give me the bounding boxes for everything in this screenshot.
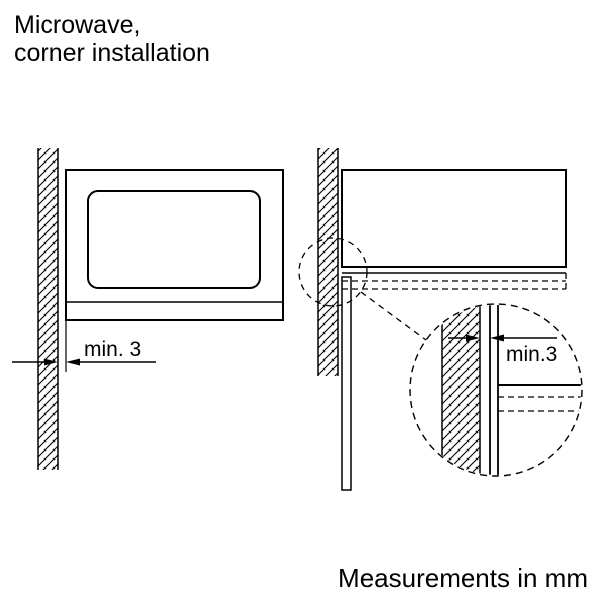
detail-leader-line: [360, 291, 427, 341]
microwave-front-outline: [65, 169, 284, 321]
detail-arrowhead-right-icon: [466, 334, 480, 342]
arrowhead-right-icon: [44, 358, 58, 366]
wall-hatch-right: [317, 148, 339, 376]
front-view-figure: min. 3: [12, 148, 284, 470]
detail-arrowhead-left-icon: [490, 334, 504, 342]
wall-hatch-fill: [318, 148, 338, 376]
title-line-2: corner installation: [14, 39, 210, 67]
front-clearance-label: min. 3: [84, 338, 141, 361]
front-clearance-dimension: min. 3: [12, 320, 156, 372]
wall-hatch-left: [37, 148, 59, 470]
detail-source-circle: [298, 237, 368, 307]
detail-wall-hatch: [442, 305, 480, 475]
wall-hatch-fill: [38, 148, 58, 470]
detail-content: min.3: [441, 305, 581, 475]
detail-circle: [409, 303, 583, 477]
side-view-figure: min.3: [298, 148, 583, 491]
detail-clearance-label: min.3: [506, 343, 557, 366]
page-title: Microwave, corner installation: [14, 11, 210, 67]
arrowhead-left-icon: [66, 358, 80, 366]
measurements-note: Measurements in mm: [338, 563, 588, 593]
microwave-side-body: [341, 169, 567, 290]
microwave-door-window: [87, 190, 261, 289]
microwave-side-outline: [341, 169, 567, 268]
corner-detail: min.3: [409, 303, 583, 477]
title-line-1: Microwave,: [14, 11, 140, 39]
open-door-panel: [341, 276, 352, 491]
microwave-front: [65, 169, 284, 321]
